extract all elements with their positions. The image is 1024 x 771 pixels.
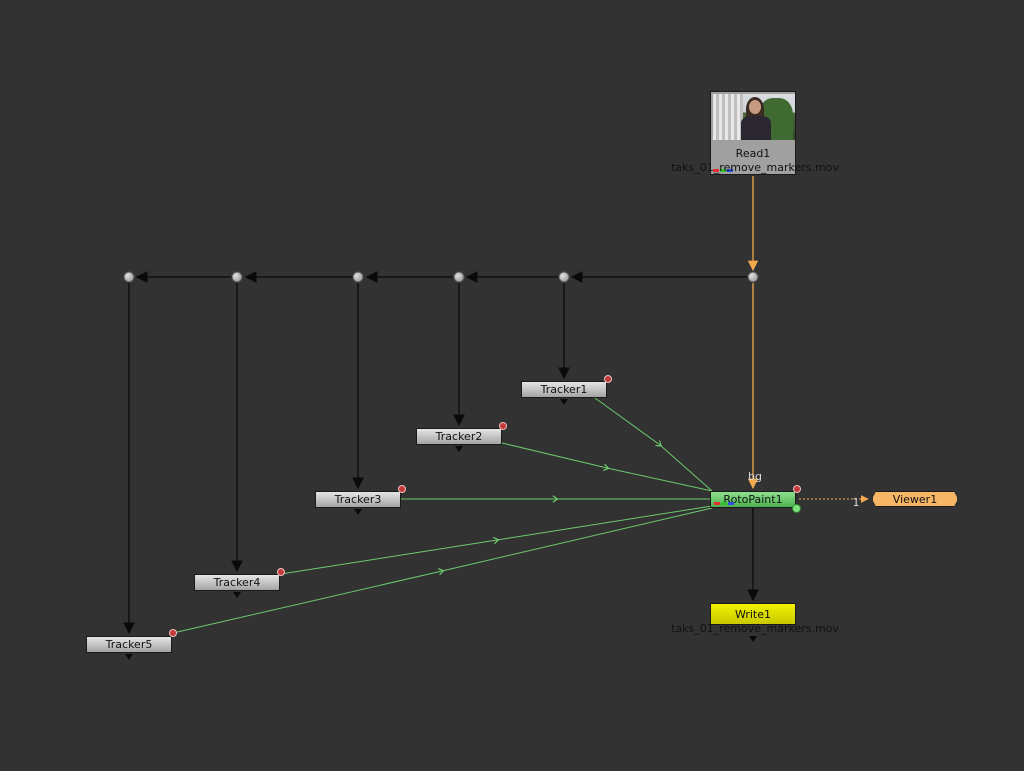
dot-node-5[interactable]	[123, 271, 135, 283]
tracker2-badge-icon	[499, 422, 507, 430]
dot-node-3[interactable]	[352, 271, 364, 283]
write-file-label: taks_01_remove_markers.mov	[671, 622, 839, 635]
tracker4-output-arrow-icon	[233, 592, 241, 598]
tracker3-label: Tracker3	[334, 493, 382, 506]
tracker5-node[interactable]: Tracker5	[86, 636, 172, 653]
link-tracker2-to-rotopaint[interactable]	[501, 442, 713, 492]
rotopaint-label: RotoPaint1	[723, 493, 783, 506]
tracker1-label: Tracker1	[540, 383, 588, 396]
viewer-label: Viewer1	[892, 492, 938, 506]
write-label: Write1	[734, 608, 772, 621]
rotopaint-mask-input-icon[interactable]	[792, 504, 801, 513]
rotopaint-channel-indicator	[714, 502, 734, 505]
tracker2-output-arrow-icon	[455, 446, 463, 452]
dot-node-main[interactable]	[747, 271, 759, 283]
read-thumbnail	[713, 94, 795, 140]
rotopaint-badge-icon	[793, 485, 801, 493]
tracker3-badge-icon	[398, 485, 406, 493]
read-channel-indicator	[713, 169, 733, 172]
tracker2-label: Tracker2	[435, 430, 483, 443]
read-node[interactable]: Read1	[710, 91, 796, 175]
tracker5-output-arrow-icon	[125, 654, 133, 660]
write-node[interactable]: Write1	[710, 603, 796, 625]
tracker4-label: Tracker4	[213, 576, 261, 589]
tracker5-badge-icon	[169, 629, 177, 637]
rotopaint-node[interactable]: RotoPaint1	[710, 491, 796, 508]
tracker4-badge-icon	[277, 568, 285, 576]
link-tracker4-to-rotopaint[interactable]	[280, 505, 713, 575]
read-file-label: taks_01_remove_markers.mov	[671, 161, 839, 174]
viewer-node[interactable]: Viewer1	[872, 491, 958, 507]
dot-node-1[interactable]	[558, 271, 570, 283]
tracker4-node[interactable]: Tracker4	[194, 574, 280, 591]
tracker5-label: Tracker5	[105, 638, 153, 651]
dot-node-2[interactable]	[453, 271, 465, 283]
rotopaint-bg-input-label: bg	[748, 470, 762, 483]
tracker1-badge-icon	[604, 375, 612, 383]
tracker2-node[interactable]: Tracker2	[416, 428, 502, 445]
dot-node-4[interactable]	[231, 271, 243, 283]
viewer-input-index: 1	[852, 496, 860, 509]
write-output-arrow-icon	[749, 636, 757, 642]
read-node-label: Read1	[735, 147, 771, 160]
tracker3-node[interactable]: Tracker3	[315, 491, 401, 508]
tracker3-output-arrow-icon	[354, 509, 362, 515]
link-tracker5-to-rotopaint[interactable]	[172, 507, 713, 634]
tracker1-node[interactable]: Tracker1	[521, 381, 607, 398]
tracker1-output-arrow-icon	[560, 399, 568, 405]
link-tracker1-to-rotopaint[interactable]	[594, 397, 713, 492]
